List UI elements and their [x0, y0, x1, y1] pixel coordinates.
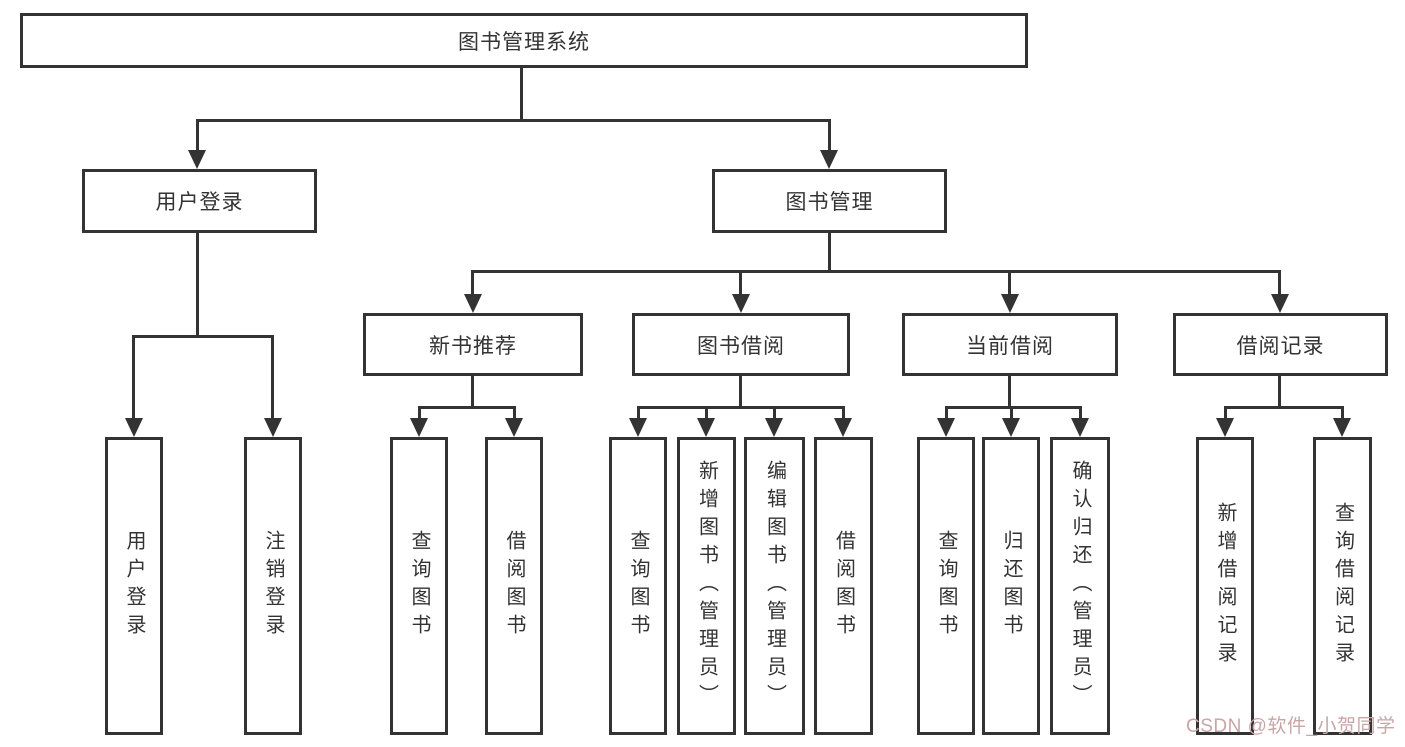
connector-bar	[945, 406, 1082, 409]
arrow-down-icon	[820, 150, 838, 169]
node-user-login-label: 用户登录	[155, 191, 244, 214]
connector-stem	[828, 233, 831, 270]
leaf-query-book: 查询图书	[917, 437, 975, 735]
connector-stem	[196, 233, 199, 335]
leaf-add-book-admin: 新增图书（管理员）	[677, 437, 736, 735]
connector-drop	[637, 406, 640, 422]
connector-drop	[1224, 406, 1227, 422]
connector-level2-bar	[471, 270, 1281, 273]
leaf-label: 新增图书（管理员）	[695, 460, 718, 712]
arrow-down-icon	[732, 294, 750, 313]
leaf-label: 借阅图书	[832, 530, 855, 642]
node-label: 借阅记录	[1236, 334, 1325, 358]
leaf-label: 查询图书	[408, 530, 430, 642]
arrow-down-icon	[188, 150, 206, 169]
connector-drop	[705, 406, 708, 422]
connector-bar	[1224, 406, 1344, 409]
arrow-down-icon	[464, 294, 482, 313]
connector-drop	[945, 406, 948, 422]
arrow-down-icon	[1001, 294, 1019, 313]
arrow-down-icon	[697, 418, 715, 437]
connector-drop	[471, 270, 474, 298]
node-user-login: 用户登录	[82, 169, 317, 233]
leaf-confirm-return-admin: 确认归还（管理员）	[1050, 437, 1110, 735]
connector-drop	[1079, 406, 1082, 422]
connector-level1-bar	[196, 119, 830, 122]
arrow-down-icon	[264, 418, 282, 437]
connector-drop	[1010, 406, 1013, 422]
csdn-watermark: CSDN @软件_小贺同学	[1186, 716, 1396, 737]
leaf-add-borrow-record: 新增借阅记录	[1196, 437, 1254, 735]
connector-drop	[1341, 406, 1344, 422]
connector-drop	[418, 406, 421, 422]
leaf-label: 归还图书	[1000, 530, 1022, 642]
connector-bar	[637, 406, 845, 409]
node-borrow-record: 借阅记录	[1173, 313, 1388, 376]
connector-drop	[842, 406, 845, 422]
leaf-label: 查询图书	[935, 530, 957, 642]
node-label: 当前借阅	[966, 334, 1054, 358]
arrow-down-icon	[1216, 418, 1234, 437]
leaf-query-book: 查询图书	[609, 437, 667, 735]
connector-bar	[132, 335, 273, 338]
arrow-down-icon	[834, 418, 852, 437]
connector-drop	[1278, 270, 1281, 298]
connector-drop	[739, 270, 742, 298]
arrow-down-icon	[1271, 294, 1289, 313]
arrow-down-icon	[125, 418, 143, 437]
leaf-edit-book-admin: 编辑图书（管理员）	[744, 437, 805, 735]
leaf-label: 查询图书	[627, 530, 649, 642]
node-book-management-label: 图书管理	[785, 191, 874, 214]
connector-stem	[1008, 376, 1011, 406]
arrow-down-icon	[765, 418, 783, 437]
leaf-label: 用户登录	[123, 530, 145, 642]
leaf-query-book: 查询图书	[390, 437, 448, 735]
arrow-down-icon	[1071, 418, 1089, 437]
node-book-management: 图书管理	[712, 169, 947, 233]
arrow-down-icon	[937, 418, 955, 437]
leaf-return-book: 归还图书	[982, 437, 1040, 735]
node-root: 图书管理系统	[20, 13, 1028, 68]
leaf-logout: 注销登录	[244, 437, 302, 735]
arrow-down-icon	[629, 418, 647, 437]
leaf-user-login: 用户登录	[105, 437, 163, 735]
leaf-label: 借阅图书	[503, 530, 525, 642]
connector-drop	[271, 335, 274, 421]
node-new-book-recommend: 新书推荐	[363, 313, 583, 376]
connector-stem	[739, 376, 742, 406]
arrow-down-icon	[505, 418, 523, 437]
node-current-borrow: 当前借阅	[902, 313, 1118, 376]
leaf-label: 查询借阅记录	[1331, 502, 1354, 670]
connector-drop	[196, 119, 199, 155]
leaf-borrow-book: 借阅图书	[814, 437, 873, 735]
connector-drop	[1008, 270, 1011, 298]
leaf-label: 编辑图书（管理员）	[763, 460, 786, 712]
arrow-down-icon	[1333, 418, 1351, 437]
connector-root-stem	[520, 68, 523, 121]
node-book-borrow: 图书借阅	[632, 313, 850, 376]
connector-drop	[513, 406, 516, 422]
leaf-label: 确认归还（管理员）	[1069, 460, 1091, 712]
connector-bar	[418, 406, 516, 409]
leaf-label: 注销登录	[262, 530, 284, 642]
leaf-query-borrow-record: 查询借阅记录	[1313, 437, 1372, 735]
node-label: 新书推荐	[429, 334, 517, 358]
arrow-down-icon	[410, 418, 428, 437]
arrow-down-icon	[1002, 418, 1020, 437]
connector-drop	[773, 406, 776, 422]
connector-drop	[828, 119, 831, 155]
node-root-label: 图书管理系统	[458, 30, 590, 54]
connector-stem	[471, 376, 474, 406]
node-label: 图书借阅	[697, 334, 785, 358]
connector-stem	[1278, 376, 1281, 406]
leaf-label: 新增借阅记录	[1214, 502, 1236, 670]
leaf-borrow-book: 借阅图书	[485, 437, 543, 735]
connector-drop	[132, 335, 135, 421]
